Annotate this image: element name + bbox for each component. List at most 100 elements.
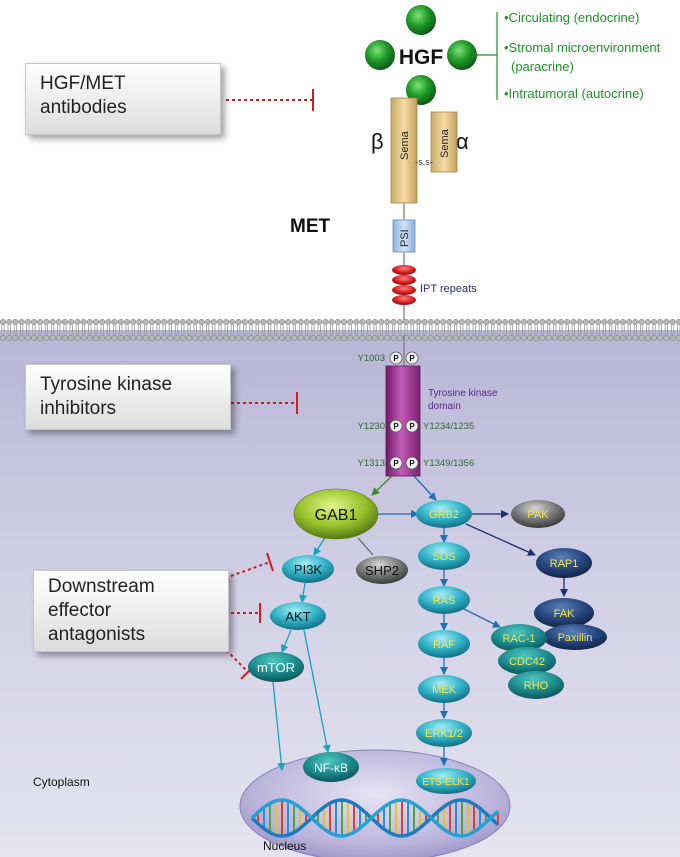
- cytoplasm-label: Cytoplasm: [33, 775, 90, 789]
- lipid-tail: [206, 329, 210, 335]
- lipid-head: [644, 318, 651, 326]
- lipid-tail: [292, 329, 296, 335]
- lipid-head: [539, 334, 546, 342]
- lipid-tail: [609, 329, 613, 335]
- lipid-head: [18, 318, 25, 326]
- met-label: MET: [290, 216, 331, 237]
- lipid-head: [142, 334, 149, 342]
- phospho-label: P: [409, 354, 415, 363]
- lipid-head: [427, 318, 434, 326]
- phospho-group: P P Y1003: [358, 351, 419, 365]
- lipid-head: [111, 318, 118, 326]
- psi-label: PSI: [399, 229, 411, 247]
- lipid-head: [322, 318, 329, 326]
- hgf-source-item: (paracrine): [511, 59, 574, 74]
- lipid-tail: [367, 329, 371, 335]
- lipid-tail: [224, 329, 228, 335]
- lipid-head: [545, 318, 552, 326]
- lipid-tail: [113, 329, 117, 335]
- lipid-head: [446, 334, 453, 342]
- phospho-label: P: [409, 422, 415, 431]
- lipid-head: [99, 334, 106, 342]
- lipid-head: [247, 334, 255, 342]
- lipid-tail: [429, 329, 433, 335]
- lipid-head: [564, 318, 571, 326]
- lipid-tail: [373, 329, 377, 335]
- lipid-head: [254, 334, 261, 342]
- lipid-tail: [317, 329, 321, 335]
- lipid-head: [291, 334, 298, 342]
- lipid-head: [595, 334, 602, 342]
- lipid-head: [564, 334, 571, 342]
- lipid-head: [297, 318, 304, 326]
- sema-label: Sema: [399, 130, 411, 160]
- lipid-tail: [199, 329, 203, 335]
- lipid-tail: [503, 329, 507, 335]
- phospho-group: P P Y1230 Y1234/1235: [358, 419, 474, 433]
- lipid-tail: [311, 329, 315, 335]
- lipid-head: [632, 318, 639, 326]
- lipid-head: [241, 334, 248, 342]
- lipid-head: [638, 334, 645, 342]
- lipid-head: [254, 318, 261, 326]
- dna-helix: [250, 798, 500, 838]
- lipid-head: [359, 334, 366, 342]
- lipid-head: [557, 318, 565, 326]
- lipid-head: [130, 334, 137, 342]
- lipid-head: [210, 334, 217, 342]
- lipid-head: [514, 334, 521, 342]
- lipid-head: [43, 334, 50, 342]
- inhibit-tki: [231, 392, 298, 414]
- lipid-tail: [410, 329, 414, 335]
- lipid-head: [402, 318, 410, 326]
- lipid-tail: [534, 329, 538, 335]
- node-rap1: RAP1: [536, 548, 592, 578]
- lipid-head: [669, 318, 676, 326]
- lipid-head: [632, 334, 639, 342]
- phosphosite-label: Y1234/1235: [423, 421, 474, 432]
- lipid-head: [179, 334, 186, 342]
- lipid-tail: [106, 329, 110, 335]
- lipid-tail: [392, 329, 396, 335]
- lipid-head: [334, 318, 341, 326]
- signaling-nodes: GAB1 PI3K SHP2 AKT mTOR NF-κB GRB2 SOS: [248, 488, 607, 794]
- lipid-head: [303, 334, 310, 342]
- lipid-tail: [94, 329, 98, 335]
- inhibit-pi3k: [230, 552, 274, 577]
- lipid-tail: [1, 329, 5, 335]
- lipid-head: [520, 334, 527, 342]
- node-raf-label: RAF: [433, 639, 455, 651]
- lipid-head: [582, 318, 589, 326]
- lipid-head: [24, 318, 31, 326]
- met-receptor: MET β α Sema Sema -s.s- PSI IPT repeats: [290, 97, 477, 370]
- phosphosites: P P Y1003 P P Y1230 Y1234/1235 P P Y1313…: [358, 351, 474, 470]
- lipid-tail: [664, 329, 668, 335]
- lipid-head: [43, 318, 50, 326]
- lipid-tail: [547, 329, 551, 335]
- lipid-head: [309, 318, 317, 326]
- lipid-head: [154, 334, 162, 342]
- lipid-head: [92, 318, 100, 326]
- lipid-tail: [354, 329, 358, 335]
- lipid-tail: [299, 329, 303, 335]
- lipid-head: [644, 334, 651, 342]
- lipid-tail: [280, 329, 284, 335]
- lipid-tail: [516, 329, 520, 335]
- lipid-head: [0, 318, 7, 326]
- lipid-tail: [478, 329, 482, 335]
- lipid-head: [650, 318, 658, 326]
- lipid-head: [123, 334, 131, 342]
- lipid-tail: [559, 329, 563, 335]
- lipid-head: [260, 318, 267, 326]
- lipid-head: [471, 334, 478, 342]
- lipid-tail: [553, 329, 557, 335]
- inhibit-antibodies: [226, 89, 314, 111]
- lipid-tail: [187, 329, 191, 335]
- phosphosite-label: Y1003: [358, 353, 385, 364]
- lipid-tail: [336, 329, 340, 335]
- lipid-tail: [119, 329, 123, 335]
- lipid-head: [619, 334, 627, 342]
- lipid-tail: [621, 329, 625, 335]
- lipid-head: [111, 334, 118, 342]
- lipid-tail: [181, 329, 185, 335]
